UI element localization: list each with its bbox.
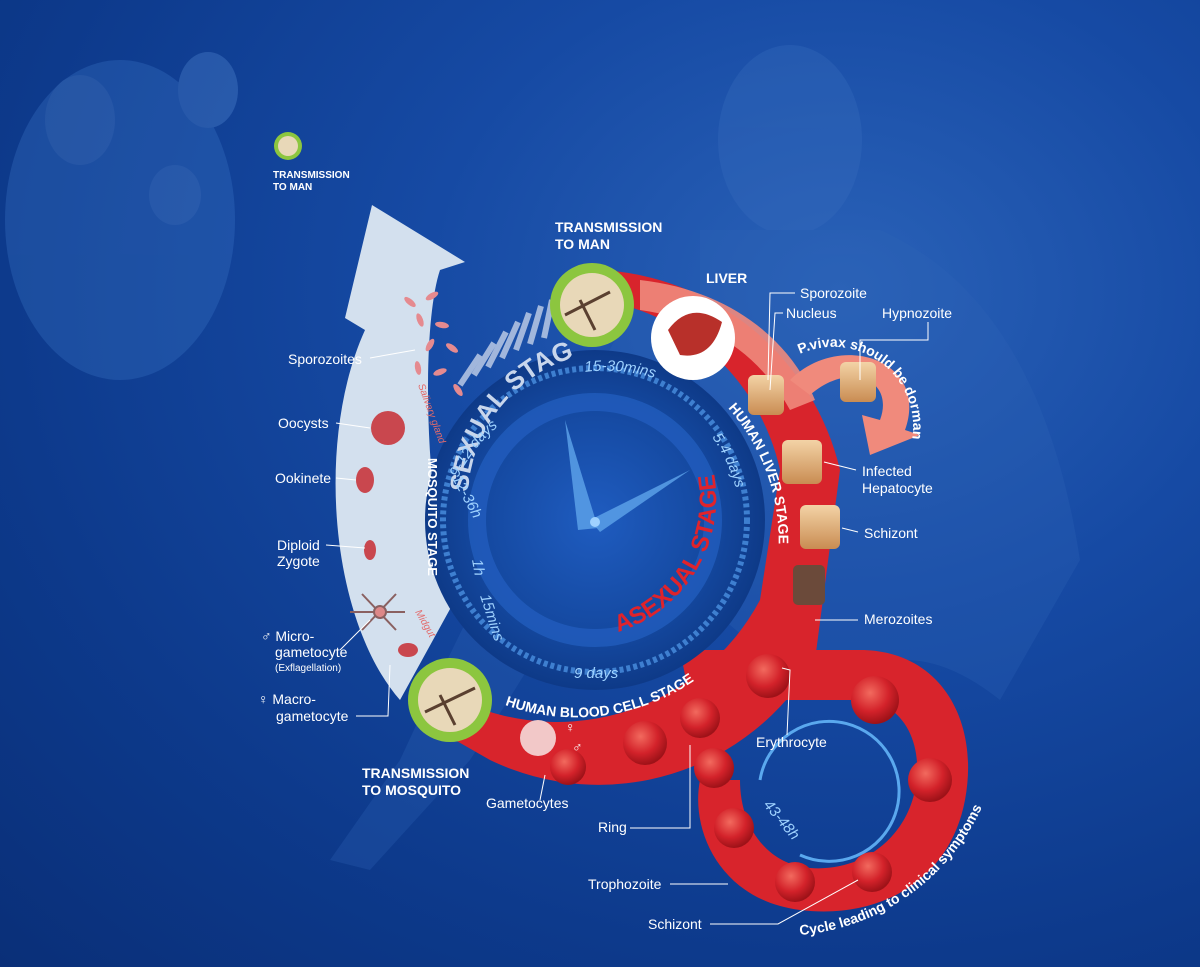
- oocyst-cell: [371, 411, 405, 445]
- trophozoite-label: Trophozoite: [588, 876, 662, 892]
- transmission-small-l1: TRANSMISSION: [273, 170, 350, 181]
- sporozoite-label: Sporozoite: [800, 285, 867, 301]
- transmission-man-badge: [550, 263, 634, 347]
- blood-schizont-label: Schizont: [648, 916, 702, 932]
- nucleus-label: Nucleus: [786, 305, 837, 321]
- infected-l1: Infected: [862, 463, 912, 479]
- transmission-man-l2: TO MAN: [555, 236, 610, 252]
- erythrocyte-label: Erythrocyte: [756, 734, 827, 750]
- exflagellation-label: (Exflagellation): [275, 663, 341, 674]
- transmission-mosquito-l2: TO MOSQUITO: [362, 782, 461, 798]
- svg-text:43-48h: 43-48h: [760, 797, 803, 844]
- hepatocyte-hypnozoite: [840, 362, 876, 402]
- liver-schizont: [800, 505, 840, 549]
- zygote-label: Zygote: [277, 553, 320, 569]
- mosquito-stage-label: MOSQUITO STAGE: [425, 458, 440, 576]
- ookinete-label: Ookinete: [275, 470, 331, 486]
- infected-l2: Hepatocyte: [862, 480, 933, 496]
- infected-hepatocyte: [782, 440, 822, 484]
- zygote-cell: [364, 540, 376, 560]
- mosquito-small-icon: [274, 132, 302, 160]
- hepatocyte-sporozoite: [748, 375, 784, 415]
- macrogametocyte-l2: gametocyte: [276, 708, 349, 724]
- ring-label: Ring: [598, 819, 627, 835]
- merozoites-label: Merozoites: [864, 611, 932, 627]
- male-symbol: ♂: [572, 739, 583, 755]
- time-9-days: 9 days: [574, 665, 619, 682]
- transmission-man-l1: TRANSMISSION: [555, 219, 662, 235]
- background-photo-family: [5, 52, 238, 380]
- time-1h: 1h: [468, 558, 488, 577]
- transmission-mosquito-l1: TRANSMISSION: [362, 765, 469, 781]
- macrogametocyte-cell: [398, 643, 418, 657]
- microgametocyte-l2: gametocyte: [275, 644, 348, 660]
- transmission-mosquito-badge: [408, 658, 492, 742]
- female-symbol: ♀: [565, 719, 576, 735]
- ruptured-hepatocyte: [793, 565, 825, 605]
- liver-schizont-label: Schizont: [864, 525, 918, 541]
- macrogametocyte-l1: ♀ Macro-: [258, 691, 316, 707]
- sporozoites-label: Sporozoites: [288, 351, 362, 367]
- liver-label: LIVER: [706, 270, 747, 286]
- gametocytes-label: Gametocytes: [486, 795, 568, 811]
- microgametocyte-l1: ♂ Micro-: [261, 628, 315, 644]
- liver-icon: [651, 296, 735, 380]
- ookinete-cell: [356, 467, 374, 493]
- transmission-small-l2: TO MAN: [273, 182, 312, 193]
- diploid-label: Diploid: [277, 537, 320, 553]
- hypnozoite-label: Hypnozoite: [882, 305, 952, 321]
- oocysts-label: Oocysts: [278, 415, 329, 431]
